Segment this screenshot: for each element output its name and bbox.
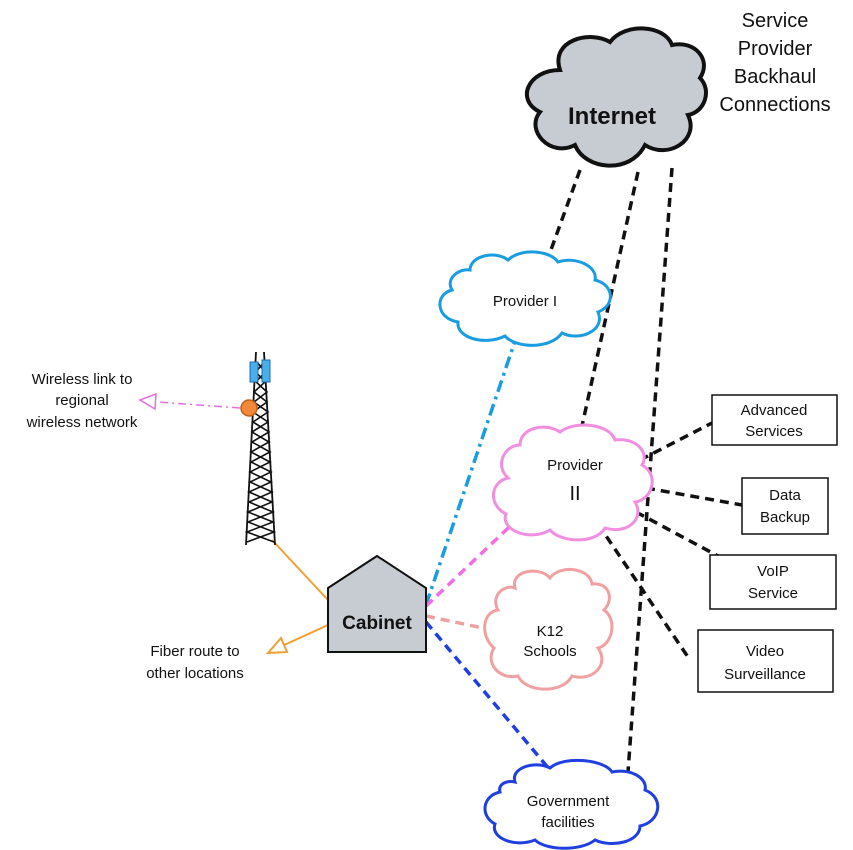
advanced-services-line-2: Services: [745, 423, 803, 440]
cell-tower: [240, 351, 277, 546]
provider1-label: Provider I: [493, 293, 557, 310]
cabinet-box: [327, 554, 427, 653]
wireless-note-line-1: Wireless link to: [32, 371, 133, 388]
wireless-transmitter: [240, 399, 258, 417]
title-line-3: Backhaul: [734, 66, 816, 88]
k12-label-line-2: Schools: [523, 643, 576, 660]
data-backup-line-1: Data: [769, 487, 801, 504]
wireless-arrowhead: [138, 392, 157, 411]
title-line-1: Service: [742, 10, 809, 32]
provider2-label-line-1: Provider: [547, 457, 603, 474]
backhaul-internet-provider2: [580, 171, 640, 427]
title-block: Service Provider Backhaul Connections: [719, 10, 830, 116]
internet-cloud: [525, 26, 708, 168]
video-line-1: Video: [746, 643, 784, 660]
wireless-note-line-2: regional: [55, 392, 108, 409]
government-cloud: [483, 758, 660, 850]
government-label-line-2: facilities: [541, 814, 594, 831]
link-cabinet-provider2: [424, 511, 526, 608]
link-provider2-voip: [635, 510, 719, 558]
backhaul-internet-provider1: [546, 169, 582, 259]
k12-cloud: [483, 568, 614, 691]
link-cabinet-provider1: [424, 331, 520, 606]
antenna-panel-left: [249, 361, 259, 383]
link-provider2-video: [596, 523, 692, 661]
advanced-services-box: [711, 394, 838, 446]
title-line-2: Provider: [738, 38, 813, 60]
provider2-cloud: [492, 423, 654, 542]
fiber-note-line-2: other locations: [146, 665, 244, 682]
cabinet-label: Cabinet: [342, 613, 412, 634]
data-backup-line-2: Backup: [760, 509, 810, 526]
title-line-4: Connections: [719, 94, 830, 116]
fiber-note-line-1: Fiber route to: [150, 643, 239, 660]
video-line-2: Surveillance: [724, 666, 806, 683]
k12-label-line-1: K12: [537, 623, 564, 640]
fiber-arrowhead: [265, 636, 289, 655]
connection-lines: [138, 167, 743, 773]
antenna-panel-right: [261, 359, 271, 383]
voip-service-box: [709, 554, 837, 610]
link-cabinet-government: [424, 620, 552, 772]
provider2-label-line-2: II: [569, 483, 580, 505]
government-label-line-1: Government: [527, 793, 610, 810]
fiber-tower-cabinet: [271, 539, 329, 601]
wireless-note-line-3: wireless network: [26, 414, 138, 431]
wireless-link-line: [156, 401, 241, 409]
voip-line-1: VoIP: [757, 563, 789, 580]
internet-label: Internet: [568, 103, 656, 130]
fiber-route-line: [281, 624, 329, 647]
advanced-services-line-1: Advanced: [741, 402, 808, 419]
link-provider2-advanced: [639, 421, 713, 462]
voip-line-2: Service: [748, 585, 798, 602]
link-provider2-backup: [645, 486, 743, 507]
video-surveillance-box: [697, 629, 834, 693]
provider1-cloud: [438, 250, 612, 347]
link-cabinet-k12: [425, 614, 493, 632]
data-backup-box: [741, 477, 829, 535]
